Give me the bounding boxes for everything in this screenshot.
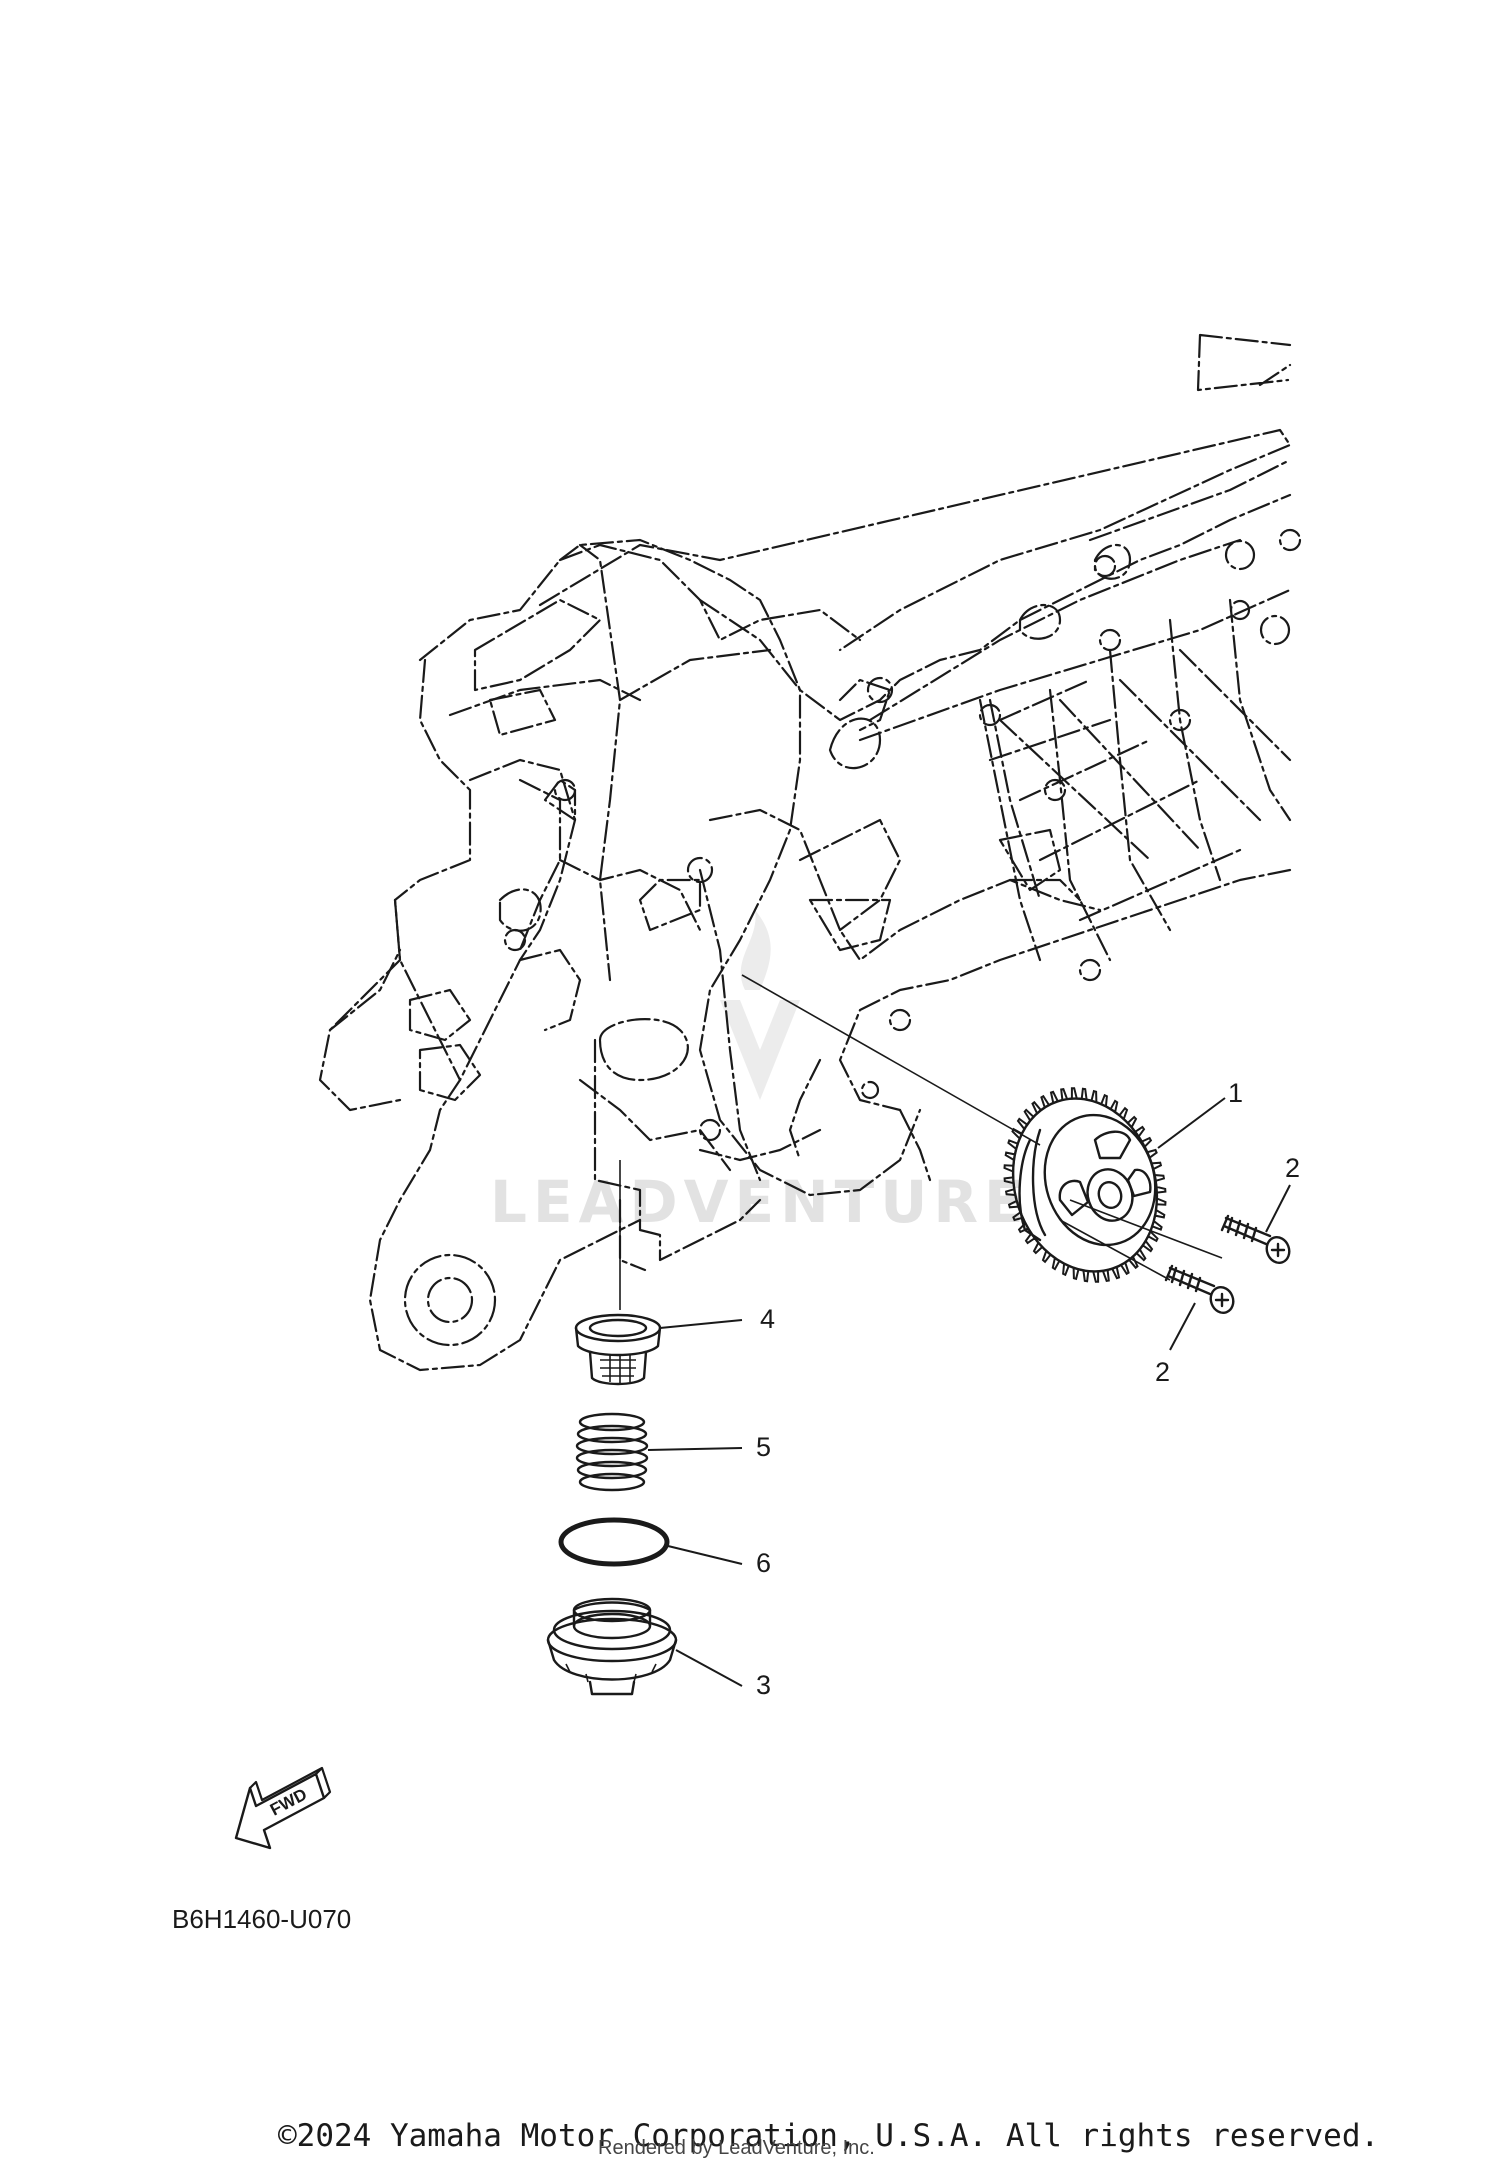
part-5-spring: [575, 1412, 649, 1492]
fwd-arrow-icon: FWD: [234, 1766, 332, 1850]
part-4-strainer: [574, 1313, 662, 1386]
part-1-oil-pump-gear: [1003, 1087, 1167, 1283]
assembly-lines: [619, 974, 1223, 1310]
part-6-o-ring: [558, 1517, 670, 1567]
part-2-screw-upper: [1220, 1214, 1291, 1264]
diagram-code: B6H1460-U070: [172, 1904, 351, 1934]
copyright-notice: ©2024 Yamaha Motor Corporation, U.S.A. A…: [278, 2118, 1380, 2154]
rendered-by-credit: Rendered by LeadVenture, Inc.: [598, 2137, 875, 2159]
crankcase-outline: [318, 333, 1302, 1372]
part-3-drain-cap: [546, 1597, 678, 1696]
callout-3: 3: [756, 1670, 771, 1700]
callout-4: 4: [760, 1304, 775, 1334]
callout-2-lower: 2: [1155, 1357, 1170, 1387]
leadventure-watermark: LEADVENTURE: [490, 910, 1024, 1236]
callout-5: 5: [756, 1432, 771, 1462]
part-2-screw-lower: [1164, 1264, 1235, 1314]
callout-1: 1: [1228, 1078, 1243, 1108]
leader-lines: [647, 1097, 1291, 1687]
callout-2-upper: 2: [1285, 1153, 1300, 1183]
callout-6: 6: [756, 1548, 771, 1578]
